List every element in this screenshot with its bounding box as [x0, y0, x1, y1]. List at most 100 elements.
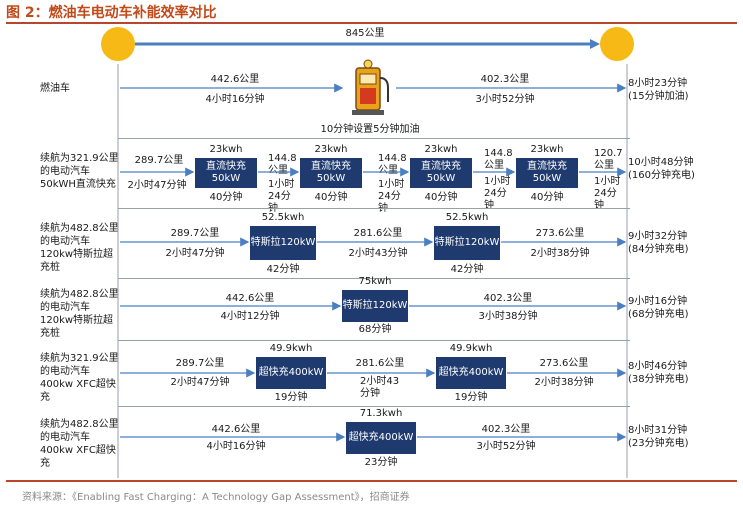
row0-seg2-distance: 144.8公里: [268, 153, 297, 176]
row4-box1-time: 23分钟: [364, 457, 398, 468]
row0-seg5-distance: 120.7公里: [594, 148, 623, 171]
row3-box1-time: 19分钟: [274, 392, 308, 403]
row4-seg1-time: 4小时16分钟: [206, 441, 266, 452]
row2-seg1-time: 4小时12分钟: [220, 311, 280, 322]
row3-seg2-distance: 281.6公里: [355, 358, 405, 369]
row0-seg5-time: 1小时24分钟: [594, 176, 621, 211]
fuel-result: 8小时23分钟 (15分钟加油): [628, 77, 689, 103]
row0-seg4-distance: 144.8公里: [484, 148, 513, 171]
row0-seg1-distance: 289.7公里: [134, 155, 184, 166]
row0-box3-energy: 23kwh: [424, 144, 458, 155]
row3-result-total: 8小时46分钟: [628, 361, 688, 372]
top-rule: [6, 22, 737, 24]
row1-result-total: 9小时32分钟: [628, 231, 688, 242]
fuel-car-label: 燃油车: [40, 83, 70, 94]
row0-charger-4: 直流快充50kW: [516, 158, 578, 188]
row0-box4-energy: 23kwh: [530, 144, 564, 155]
row1-seg1-time: 2小时47分钟: [165, 248, 225, 259]
row0-seg3-distance: 144.8公里: [378, 153, 407, 176]
row1-seg2-distance: 281.6公里: [353, 228, 403, 239]
row0-box2-energy: 23kwh: [314, 144, 348, 155]
row1-result-detail: (84分钟充电): [628, 244, 689, 255]
row1-charger-1: 特斯拉120kW: [250, 226, 316, 260]
row2-seg1-distance: 442.6公里: [225, 293, 275, 304]
row-label-xfc-1stop: 续航为482.8公里的电动汽车400kw XFC超快充: [40, 419, 119, 469]
source-footnote: 资料来源：《Enabling Fast Charging：A Technolog…: [22, 492, 410, 503]
row0-seg1-time: 2小时47分钟: [127, 180, 187, 191]
row-label-xfc-2stop: 续航为321.9公里的电动汽车400kw XFC超快充: [40, 353, 119, 403]
row1-seg1-distance: 289.7公里: [170, 228, 220, 239]
row3-seg1-distance: 289.7公里: [175, 358, 225, 369]
row1-box1-time: 42分钟: [266, 264, 300, 275]
row3-result-detail: (38分钟充电): [628, 374, 689, 385]
fuel-result-detail: (15分钟加油): [628, 91, 689, 102]
row3-box2-time: 19分钟: [454, 392, 488, 403]
row3-result: 8小时46分钟 (38分钟充电): [628, 360, 689, 386]
route-distance: 845公里: [345, 28, 385, 39]
row3-box1-energy: 49.9kwh: [269, 343, 313, 354]
row0-box2-time: 40分钟: [314, 192, 348, 203]
row0-box1-time: 40分钟: [209, 192, 243, 203]
row3-charger-2: 超快充400kW: [436, 357, 506, 389]
row0-box4-time: 40分钟: [530, 192, 564, 203]
bottom-rule: [6, 480, 737, 482]
row2-seg2-time: 3小时38分钟: [478, 311, 538, 322]
row0-seg3-time: 1小时24分钟: [378, 179, 405, 214]
row0-box1-energy: 23kwh: [209, 144, 243, 155]
origin-marker-icon: [101, 27, 135, 61]
row2-box1-energy: 75kwh: [358, 276, 392, 287]
row-label-tesla-1stop: 续航为482.8公里的电动汽车120kw特斯拉超充桩: [40, 289, 119, 339]
fuel-stop-note: 10分钟设置5分钟加油: [320, 124, 420, 135]
route-bar: [101, 27, 634, 61]
row0-charger-1: 直流快充50kW: [195, 158, 257, 188]
fuel-pump-icon: [352, 59, 389, 115]
row4-box1-energy: 71.3kwh: [359, 408, 403, 419]
fuel-result-total: 8小时23分钟: [628, 78, 688, 89]
row0-seg4-time: 1小时24分钟: [484, 176, 511, 211]
row0-result-total: 10小时48分钟: [628, 157, 694, 168]
row4-charger-1: 超快充400kW: [346, 422, 416, 454]
row0-box3-time: 40分钟: [424, 192, 458, 203]
row2-box1-time: 68分钟: [358, 324, 392, 335]
divider: [118, 138, 630, 139]
row1-box1-energy: 52.5kwh: [261, 212, 305, 223]
row4-result-total: 8小时31分钟: [628, 425, 688, 436]
divider: [118, 208, 630, 209]
divider: [118, 278, 630, 279]
row3-seg2-time: 2小时43分钟: [360, 376, 400, 399]
row3-seg1-time: 2小时47分钟: [170, 377, 230, 388]
row2-charger-1: 特斯拉120kW: [342, 290, 408, 322]
row1-result: 9小时32分钟 (84分钟充电): [628, 230, 689, 256]
row4-seg2-distance: 402.3公里: [481, 424, 531, 435]
row1-box2-energy: 52.5kwh: [445, 212, 489, 223]
row3-seg3-time: 2小时38分钟: [534, 377, 594, 388]
divider: [118, 340, 630, 341]
row3-box2-energy: 49.9kwh: [449, 343, 493, 354]
row1-seg3-distance: 273.6公里: [535, 228, 585, 239]
row1-seg3-time: 2小时38分钟: [530, 248, 590, 259]
row1-box2-time: 42分钟: [450, 264, 484, 275]
row2-seg2-distance: 402.3公里: [483, 293, 533, 304]
row3-charger-1: 超快充400kW: [256, 357, 326, 389]
row3-seg3-distance: 273.6公里: [539, 358, 589, 369]
row-label-50kw: 续航为321.9公里的电动汽车50kWH直流快充: [40, 153, 119, 190]
row4-seg2-time: 3小时52分钟: [476, 441, 536, 452]
row4-result: 8小时31分钟 (23分钟充电): [628, 424, 689, 450]
figure-title: 图 2：燃油车电动车补能效率对比: [6, 5, 217, 21]
row4-seg1-distance: 442.6公里: [211, 424, 261, 435]
row4-result-detail: (23分钟充电): [628, 438, 689, 449]
row-label-tesla-2stop: 续航为482.8公里的电动汽车120kw特斯拉超充桩: [40, 223, 119, 273]
divider: [118, 406, 630, 407]
row0-result: 10小时48分钟 (160分钟充电): [628, 156, 695, 182]
row0-charger-3: 直流快充50kW: [410, 158, 472, 188]
fuel-seg1-distance: 442.6公里: [210, 74, 260, 85]
fuel-seg2-time: 3小时52分钟: [475, 94, 535, 105]
destination-marker-icon: [600, 27, 634, 61]
row1-charger-2: 特斯拉120kW: [434, 226, 500, 260]
fuel-seg1-time: 4小时16分钟: [205, 94, 265, 105]
fuel-seg2-distance: 402.3公里: [480, 74, 530, 85]
row0-seg2-time: 1小时24分钟: [268, 179, 295, 214]
row1-seg2-time: 2小时43分钟: [348, 248, 408, 259]
row2-result-detail: (68分钟充电): [628, 309, 689, 320]
row0-result-detail: (160分钟充电): [628, 170, 695, 181]
